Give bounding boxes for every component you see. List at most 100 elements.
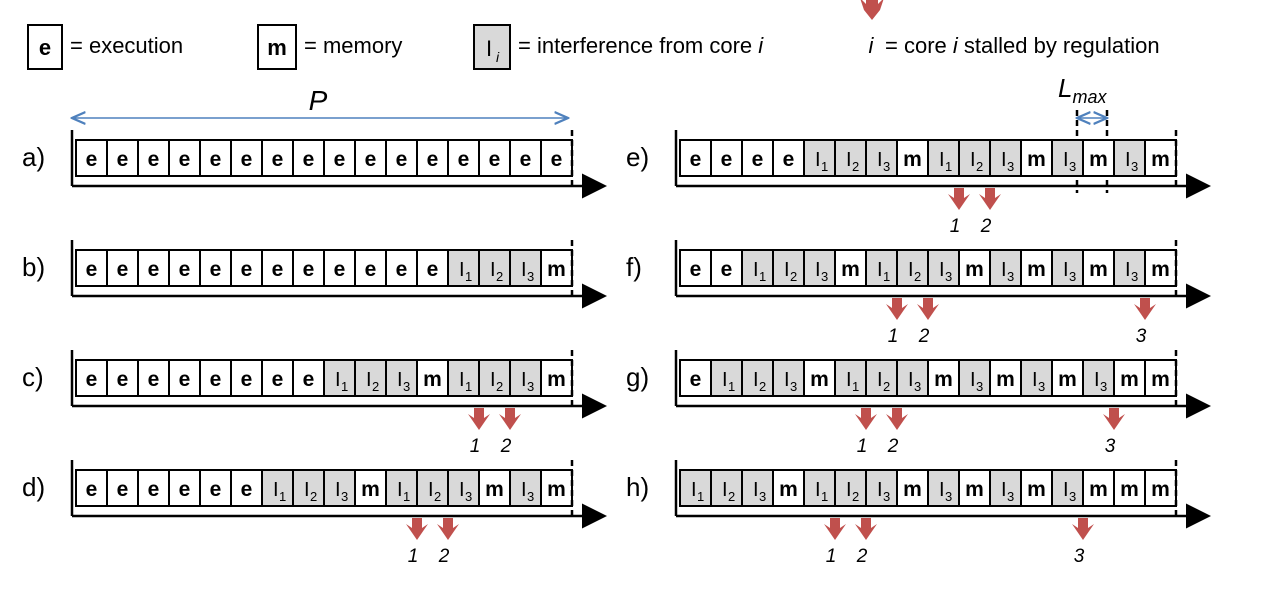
cell-label: e: [210, 258, 222, 281]
cell-label: e: [117, 368, 129, 391]
cell-label: e: [334, 148, 346, 171]
cell-label: I: [397, 369, 403, 391]
timeline-cell: [447, 469, 480, 507]
cell-label: e: [303, 368, 315, 391]
legend-memory-symbol: m: [267, 35, 287, 60]
cell-label: m: [1027, 258, 1046, 281]
cell-label: e: [752, 148, 764, 171]
timeline-cell: [679, 359, 712, 397]
svg-text:= core i stalled by regulation: = core i stalled by regulation: [885, 33, 1160, 58]
timeline-cell: [106, 359, 139, 397]
cell-subscript: 3: [403, 379, 410, 394]
cell-subscript: 3: [945, 269, 952, 284]
stall-core-label: 1: [857, 436, 868, 457]
cell-subscript: 3: [883, 159, 890, 174]
row-label: f): [626, 252, 642, 282]
cell-label: e: [365, 148, 377, 171]
cell-label: e: [117, 478, 129, 501]
timeline-cell: [896, 469, 929, 507]
cell-subscript: 2: [372, 379, 379, 394]
cell-label: I: [908, 259, 914, 281]
timeline-cell: [1051, 249, 1084, 287]
cell-label: e: [241, 478, 253, 501]
cell-label: e: [427, 148, 439, 171]
cell-subscript: 2: [496, 379, 503, 394]
cell-label: I: [1063, 479, 1069, 501]
timeline-cell: [199, 359, 232, 397]
cell-label: e: [303, 258, 315, 281]
cell-subscript: 1: [821, 159, 828, 174]
timeline-cell: [540, 469, 573, 507]
stall-arrow-icon: [1072, 518, 1094, 540]
cell-subscript: 3: [527, 269, 534, 284]
cell-label: e: [272, 258, 284, 281]
legend-interference: I i = interference from core i: [473, 24, 764, 70]
stall-core-label: 1: [950, 216, 961, 237]
legend-memory-text: = memory: [304, 33, 402, 58]
period-label: P: [309, 85, 328, 116]
cell-label: m: [361, 478, 380, 501]
cell-subscript: 1: [883, 269, 890, 284]
cell-label: e: [721, 148, 733, 171]
cell-label: e: [210, 478, 222, 501]
timeline-cell: [137, 359, 170, 397]
timeline-cell: [385, 359, 418, 397]
cell-label: I: [1001, 149, 1007, 171]
cell-subscript: 3: [527, 379, 534, 394]
cell-label: e: [721, 258, 733, 281]
cell-label: e: [334, 258, 346, 281]
cell-label: m: [1151, 258, 1170, 281]
cell-label: m: [903, 148, 922, 171]
timeline-cell: [803, 469, 836, 507]
timeline-cell: [958, 249, 991, 287]
timeline-cell: [927, 249, 960, 287]
cell-label: I: [846, 369, 852, 391]
cell-label: e: [179, 258, 191, 281]
timeline-cell: [958, 139, 991, 177]
cell-subscript: 3: [1069, 159, 1076, 174]
row-label: b): [22, 252, 45, 282]
cell-label: e: [690, 258, 702, 281]
timeline-cell: [1051, 139, 1084, 177]
stall-core-label: 3: [1105, 436, 1116, 457]
timeline-cell: [803, 359, 836, 397]
svg-text:= interference from core i: = interference from core i: [518, 33, 764, 58]
cell-label: I: [521, 259, 527, 281]
stall-arrow-icon: [855, 518, 877, 540]
cell-label: e: [179, 148, 191, 171]
cell-label: e: [148, 148, 160, 171]
timeline-cell: [447, 359, 480, 397]
timeline-cell: [478, 139, 511, 177]
cell-subscript: 2: [310, 489, 317, 504]
cell-label: m: [903, 478, 922, 501]
cell-label: m: [996, 368, 1015, 391]
cell-subscript: 3: [821, 269, 828, 284]
lmax-label-base: L: [1058, 73, 1072, 103]
stall-arrow-icon: [855, 408, 877, 430]
row-label: c): [22, 362, 44, 392]
cell-label: I: [1094, 369, 1100, 391]
cell-subscript: 1: [341, 379, 348, 394]
cell-label: I: [521, 369, 527, 391]
cell-label: e: [303, 148, 315, 171]
row-label: g): [626, 362, 649, 392]
cell-subscript: 3: [759, 489, 766, 504]
lmax-label-sub: max: [1072, 87, 1107, 107]
cell-subscript: 3: [790, 379, 797, 394]
cell-subscript: 3: [465, 489, 472, 504]
cell-label: e: [210, 368, 222, 391]
cell-subscript: 3: [1007, 489, 1014, 504]
cell-subscript: 3: [527, 489, 534, 504]
stall-core-label: 1: [888, 326, 899, 347]
cell-label: I: [815, 479, 821, 501]
stall-core-label: 2: [918, 326, 930, 347]
stall-arrow-icon: [468, 408, 490, 430]
cell-label: I: [1125, 259, 1131, 281]
cell-label: m: [547, 258, 566, 281]
cell-label: I: [939, 149, 945, 171]
cell-label: e: [241, 148, 253, 171]
